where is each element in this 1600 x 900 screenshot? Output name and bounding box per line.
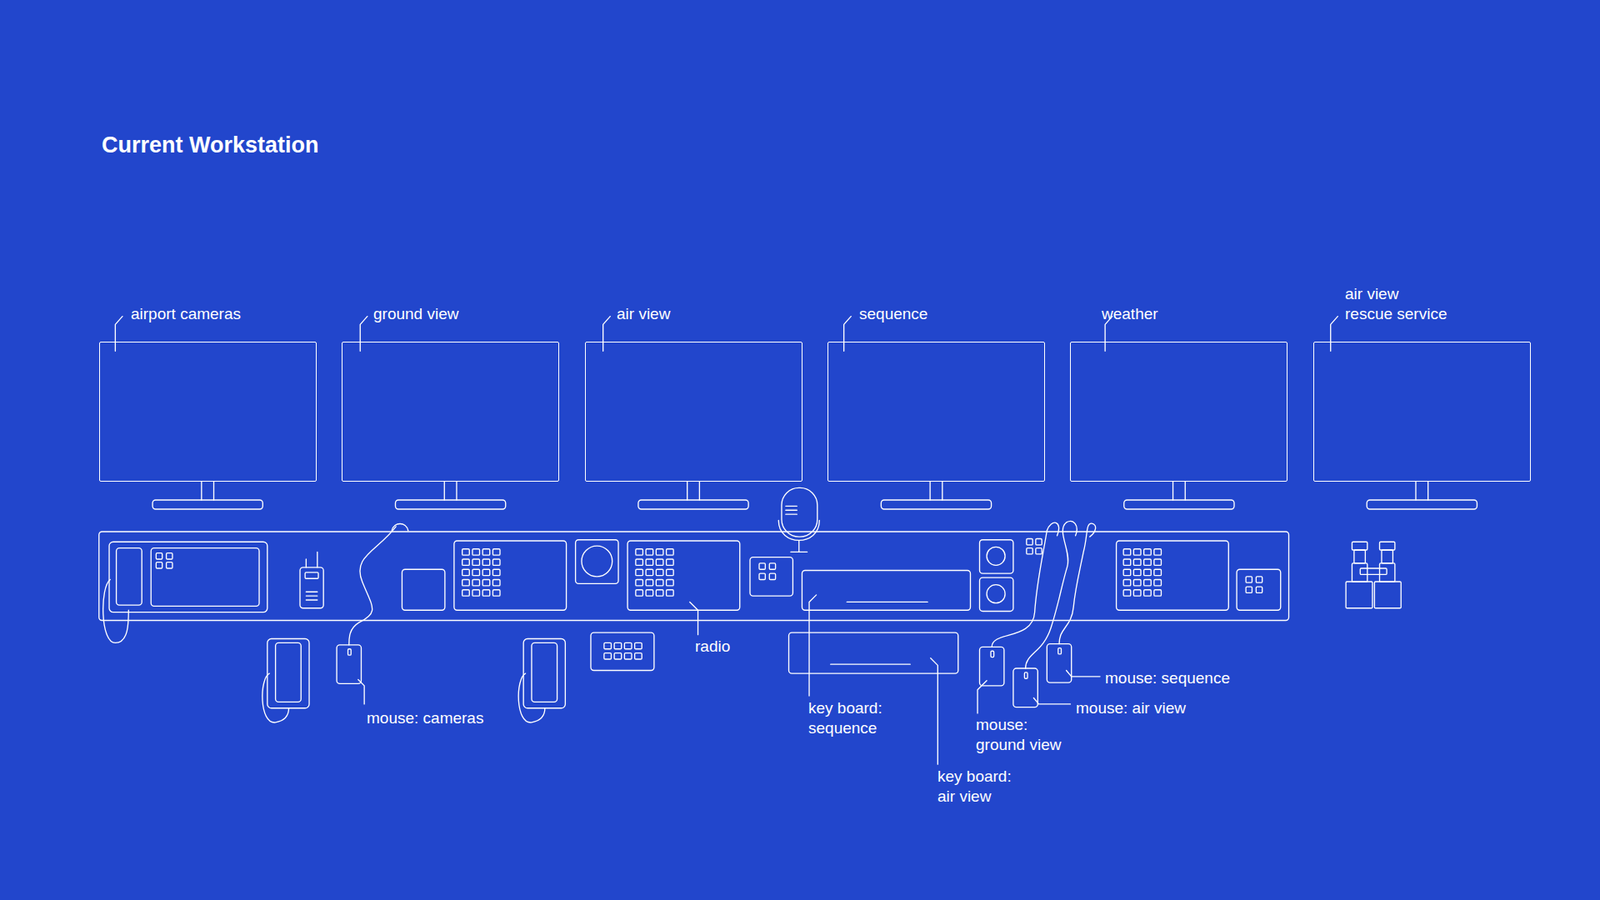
monitor-screen: airport cameras: [99, 341, 317, 482]
callout-label: key board: sequence: [808, 698, 921, 739]
monitor-label: airport cameras: [130, 304, 241, 325]
monitor-label: air view rescue service: [1345, 284, 1487, 325]
monitor-screen: weather: [1070, 341, 1288, 482]
callout-label: key board: air view: [937, 766, 1050, 807]
desk-items: [262, 541, 1401, 723]
monitor-label: weather: [1101, 304, 1159, 325]
monitor-screen: air view: [585, 341, 803, 482]
monitor-label: air view: [616, 304, 670, 325]
callout-leaders: [358, 595, 1100, 765]
monitor-screen: sequence: [827, 341, 1045, 482]
callout-label: mouse: sequence: [1105, 668, 1230, 689]
monitor-label: ground view: [373, 304, 459, 325]
monitor-label: sequence: [859, 304, 928, 325]
console: [99, 487, 1290, 669]
diagram-title: Current Workstation: [101, 131, 320, 159]
callout-label: mouse: ground view: [975, 715, 1089, 755]
monitor-screen: ground view: [341, 341, 560, 482]
monitor-screen: air view rescue service: [1313, 341, 1531, 482]
button-grids: [155, 539, 1262, 660]
callout-label: radio: [695, 636, 730, 657]
callout-label: mouse: air view: [1075, 698, 1186, 719]
callout-label: mouse: cameras: [366, 708, 484, 729]
